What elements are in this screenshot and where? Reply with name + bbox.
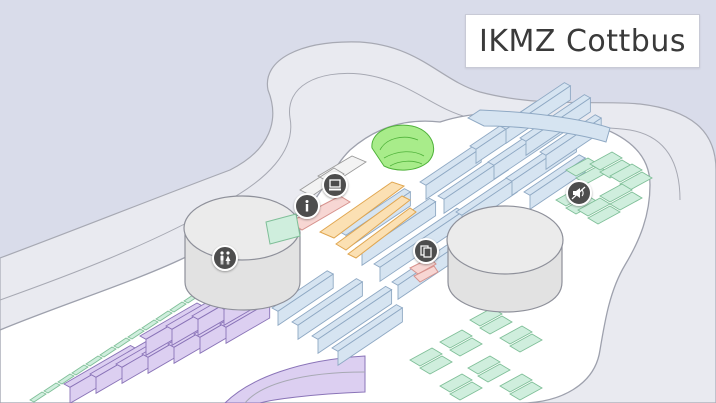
map-title-box: IKMZ Cottbus bbox=[465, 14, 700, 68]
desk-green bbox=[509, 333, 543, 353]
desk-green bbox=[477, 363, 511, 383]
desk-green bbox=[57, 373, 75, 385]
info-counter-orange[interactable] bbox=[318, 181, 417, 259]
desk-green bbox=[499, 373, 533, 393]
shelf-purple bbox=[225, 301, 271, 345]
shelf-blue bbox=[337, 307, 403, 367]
desk-green bbox=[43, 382, 61, 394]
desk-green bbox=[409, 347, 443, 367]
restroom-icon[interactable] bbox=[212, 245, 238, 271]
shelves-purple-area[interactable] bbox=[63, 272, 282, 403]
desk-green bbox=[469, 307, 503, 327]
information-icon[interactable] bbox=[294, 193, 320, 219]
desk-green bbox=[113, 337, 131, 349]
desk-green bbox=[439, 329, 473, 349]
desk-green bbox=[599, 183, 633, 203]
floor-edge-curve bbox=[244, 371, 366, 403]
core-left bbox=[183, 195, 301, 311]
desk-green bbox=[499, 325, 533, 345]
desk-green bbox=[419, 355, 453, 375]
spiral-staircase[interactable] bbox=[371, 124, 434, 171]
desk-green bbox=[479, 315, 513, 335]
entrance-steps bbox=[265, 213, 301, 245]
desk-green bbox=[85, 355, 103, 367]
copier-icon[interactable] bbox=[413, 238, 439, 264]
desk-green bbox=[155, 310, 173, 322]
desk-green bbox=[467, 355, 501, 375]
desk-green bbox=[449, 337, 483, 357]
shelf-blue bbox=[425, 147, 482, 201]
desk-green bbox=[71, 364, 89, 376]
desks-green-right[interactable] bbox=[409, 151, 653, 401]
shelf-blue bbox=[361, 200, 437, 267]
core-right bbox=[446, 205, 564, 313]
desk-green bbox=[609, 163, 643, 183]
shelves-blue-top-row[interactable] bbox=[467, 109, 611, 143]
computer-terminal-icon[interactable] bbox=[322, 172, 348, 198]
desk-green bbox=[449, 381, 483, 401]
desks-green-left[interactable] bbox=[29, 292, 201, 403]
desk-green bbox=[141, 319, 159, 331]
shelf-blue bbox=[297, 281, 363, 341]
desk-green bbox=[127, 328, 145, 340]
desk-green bbox=[439, 373, 473, 393]
desk-green bbox=[169, 301, 187, 313]
desk-green bbox=[29, 391, 47, 403]
map-title: IKMZ Cottbus bbox=[478, 23, 686, 59]
desk-green bbox=[509, 381, 543, 401]
desk-green bbox=[609, 191, 643, 211]
quiet-zone-icon[interactable] bbox=[566, 180, 592, 206]
shelf-blue bbox=[277, 273, 334, 327]
desk-green bbox=[587, 205, 621, 225]
shelf-blue bbox=[317, 288, 393, 355]
desk-green bbox=[99, 346, 117, 358]
desk-green bbox=[589, 151, 623, 171]
